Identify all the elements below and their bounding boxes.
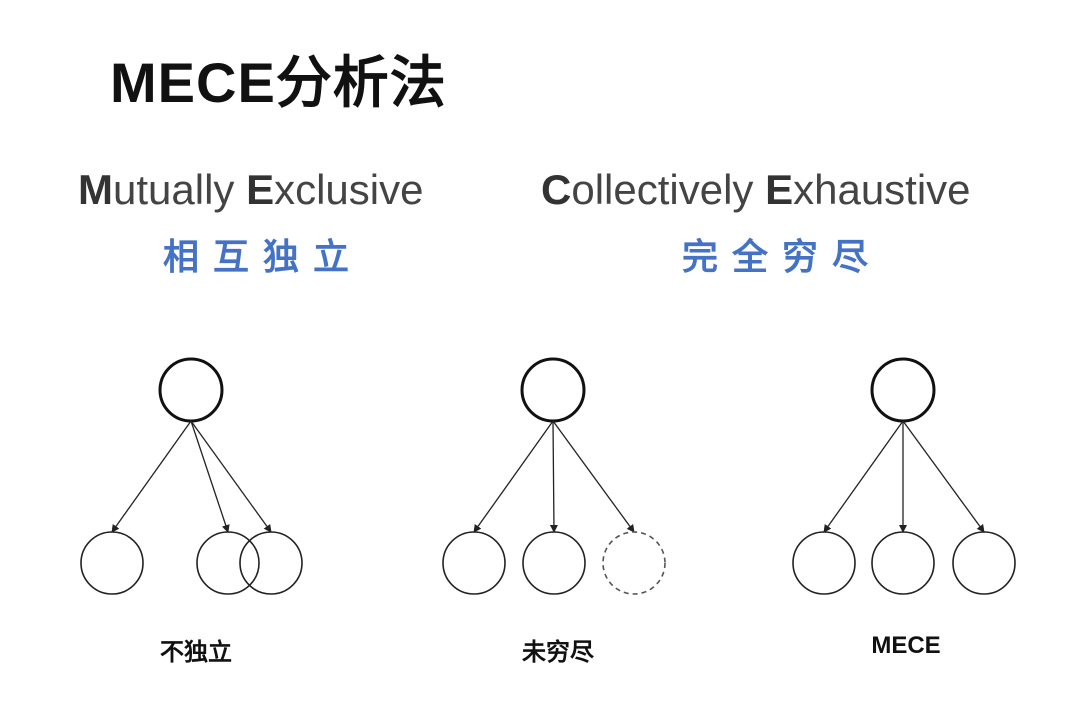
arrow: [190, 420, 272, 533]
diagram-label-not-independent: 不独立: [160, 639, 232, 666]
child-node: [522, 531, 586, 595]
collectively-exhaustive-heading: Collectively Exhaustive: [541, 166, 971, 214]
page-title: MECE分析法: [110, 51, 447, 114]
child-node: [792, 531, 856, 595]
child-node: [871, 531, 935, 595]
arrow: [190, 420, 230, 533]
heading-initial: C: [541, 166, 572, 213]
diagram-label-mece: MECE: [871, 632, 941, 659]
heading-text: xclusive: [274, 166, 424, 213]
heading-text: xhaustive: [793, 166, 971, 213]
arrow: [823, 420, 904, 533]
collectively-exhaustive-chinese: 完全穷尽: [682, 236, 883, 277]
mutually-exclusive-heading: Mutually Exclusive: [78, 166, 423, 214]
heading-initial: M: [78, 166, 113, 213]
arrow: [552, 420, 635, 533]
heading-initial: E: [765, 166, 794, 213]
missing-child-node: [602, 531, 666, 595]
heading-text: utually: [113, 166, 247, 213]
child-node: [442, 531, 506, 595]
arrow: [902, 420, 985, 533]
diagram-label-not-exhaustive: 未穷尽: [522, 639, 594, 666]
child-node: [80, 531, 144, 595]
heading-initial: E: [246, 166, 275, 213]
arrow: [473, 420, 554, 533]
root-node: [520, 357, 586, 423]
root-node: [158, 357, 224, 423]
root-node: [870, 357, 936, 423]
child-node: [239, 531, 303, 595]
child-node: [196, 531, 260, 595]
mutually-exclusive-chinese: 相互独立: [163, 236, 364, 277]
heading-text: ollectively: [571, 166, 766, 213]
arrow: [549, 420, 558, 533]
child-node: [952, 531, 1016, 595]
arrow: [111, 420, 192, 533]
